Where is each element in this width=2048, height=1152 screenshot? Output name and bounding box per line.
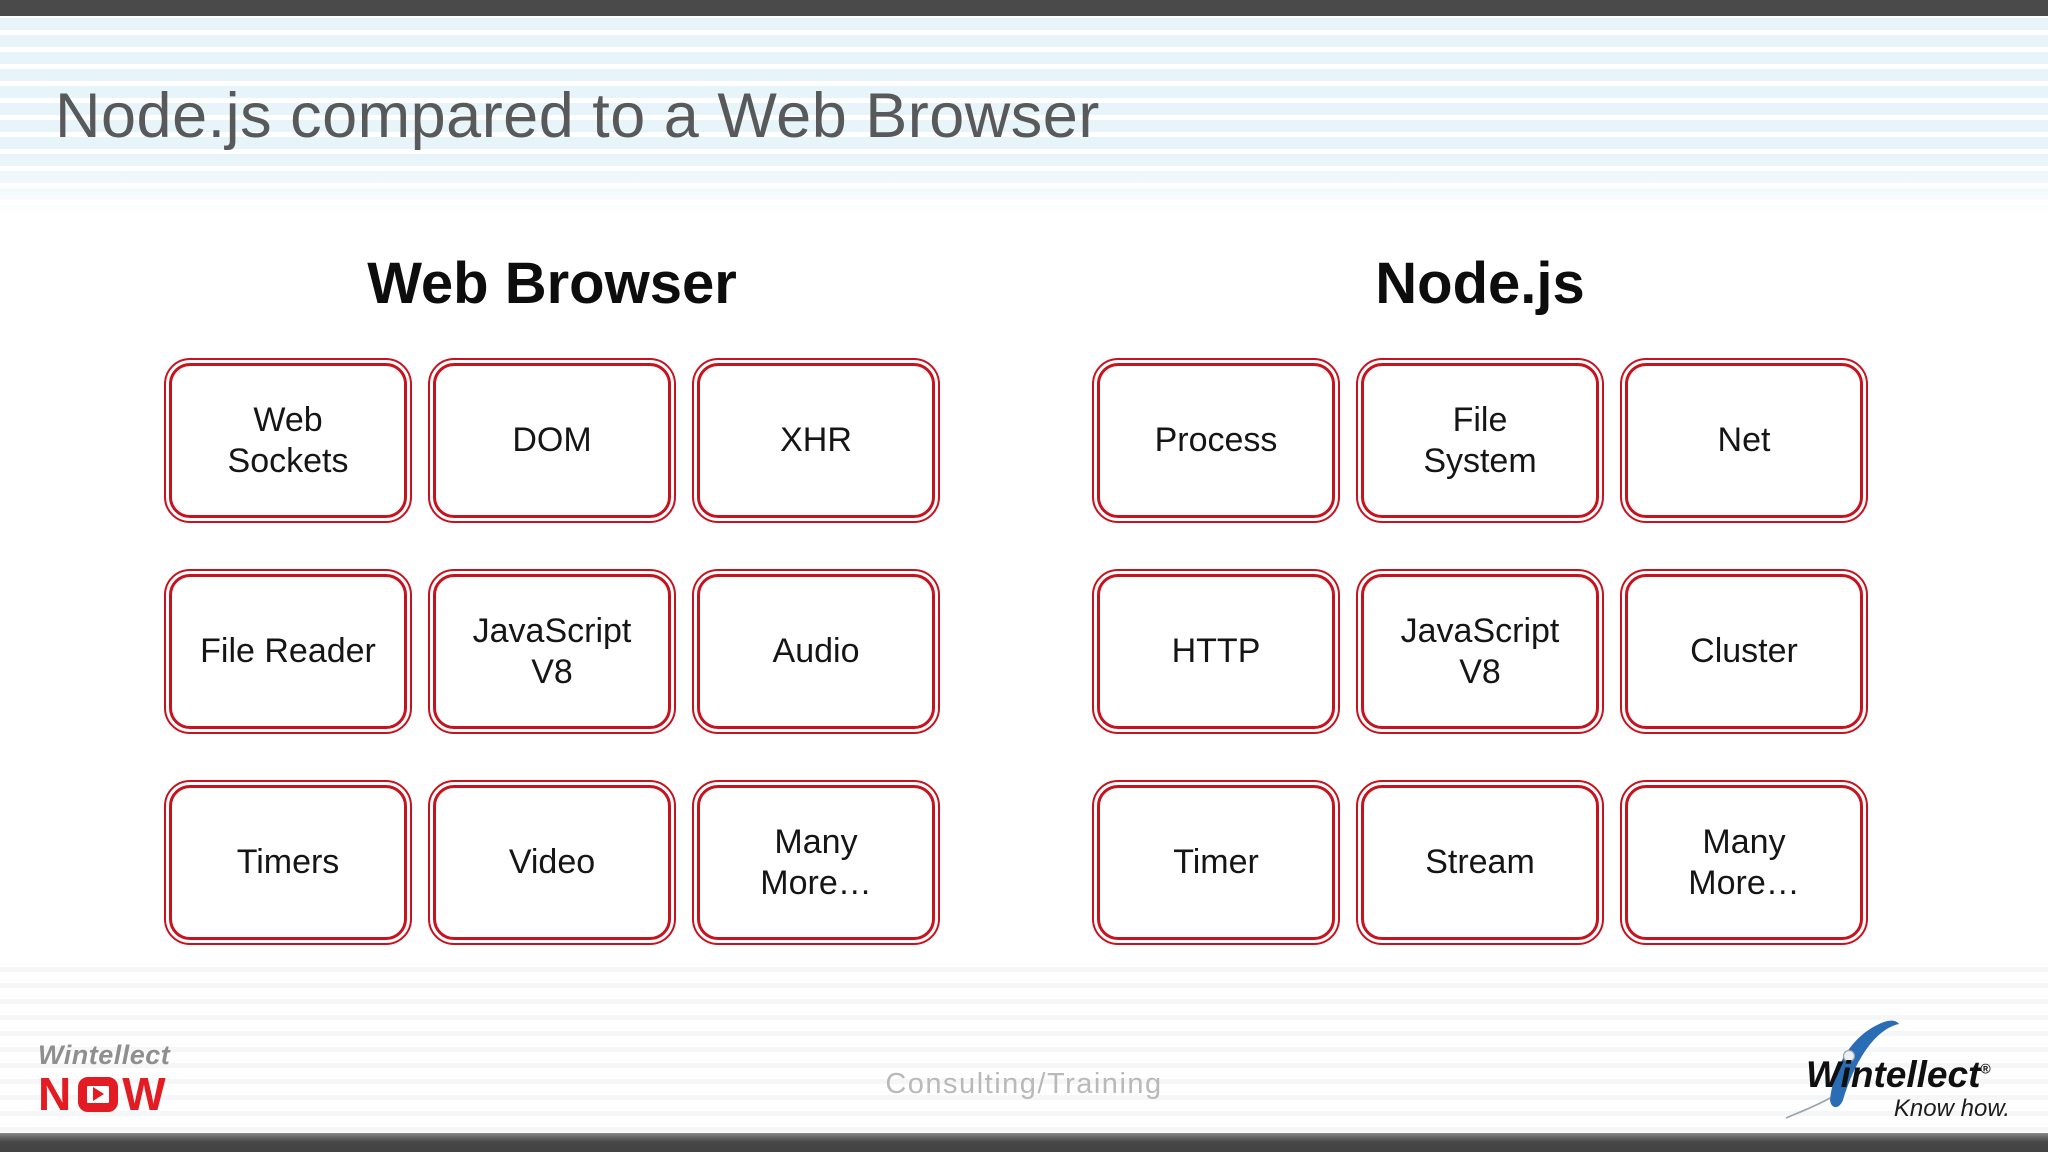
now-letter-w: W [122,1068,169,1120]
box-label: Process [1097,363,1335,518]
box-label: Cluster [1625,574,1863,729]
group-title-nodejs: Node.js [1375,251,1585,316]
box-label: File Reader [169,574,407,729]
box-label: JavaScript V8 [433,574,671,729]
top-bar [0,0,2048,16]
box-javascript-v8-browser: JavaScript V8 [428,569,676,734]
box-label: Timer [1097,785,1335,940]
wintellectnow-logo: Wintellect N W [38,1040,171,1118]
wintellect-name: Wintellect [1806,1054,1981,1095]
now-letter-n: N [38,1068,75,1120]
wintellect-logo: Wintellect® Know how. [1778,1016,2012,1132]
sphere-icon [1842,1049,1856,1063]
box-timers: Timers [164,780,412,945]
play-button-icon [78,1076,119,1112]
box-file-system: File System [1356,358,1604,523]
box-label: Many More… [697,785,935,940]
consulting-training-text: Consulting/Training [885,1068,1163,1100]
wintellectnow-wordmark: Wintellect [38,1040,171,1070]
bottom-bar [0,1133,2048,1152]
wintellect-swoosh-icon [1785,1020,1899,1119]
box-label: Many More… [1625,785,1863,940]
grid-web-browser: Web Sockets DOM XHR File Reader JavaScri… [164,358,940,945]
box-label: Video [433,785,671,940]
group-title-web-browser: Web Browser [367,251,737,316]
play-icon [93,1087,105,1101]
box-stream: Stream [1356,780,1604,945]
know-how-tagline: Know how. [1893,1095,2010,1122]
box-timer: Timer [1092,780,1340,945]
box-xhr: XHR [692,358,940,523]
wintellect-wordmark: Wintellect® [1806,1054,1991,1096]
box-label: DOM [433,363,671,518]
registered-mark: ® [1980,1060,1991,1077]
box-file-reader: File Reader [164,569,412,734]
box-cluster: Cluster [1620,569,1868,734]
box-label: Stream [1361,785,1599,940]
box-label: Timers [169,785,407,940]
box-many-more-node: Many More… [1620,780,1868,945]
box-label: Audio [697,574,935,729]
footer-band [0,956,2048,1133]
box-dom: DOM [428,358,676,523]
box-many-more-browser: Many More… [692,780,940,945]
box-http: HTTP [1092,569,1340,734]
box-process: Process [1092,358,1340,523]
box-net: Net [1620,358,1868,523]
box-video: Video [428,780,676,945]
box-label: File System [1361,363,1599,518]
box-label: Net [1625,363,1863,518]
grid-nodejs: Process File System Net HTTP JavaScript … [1092,358,1868,945]
box-label: XHR [697,363,935,518]
now-wordmark: N W [38,1071,170,1117]
box-javascript-v8-node: JavaScript V8 [1356,569,1604,734]
box-label: Web Sockets [169,363,407,518]
box-label: JavaScript V8 [1361,574,1599,729]
box-label: HTTP [1097,574,1335,729]
box-web-sockets: Web Sockets [164,358,412,523]
box-audio: Audio [692,569,940,734]
slide-title: Node.js compared to a Web Browser [55,81,1100,151]
header-stripes [0,16,2048,212]
